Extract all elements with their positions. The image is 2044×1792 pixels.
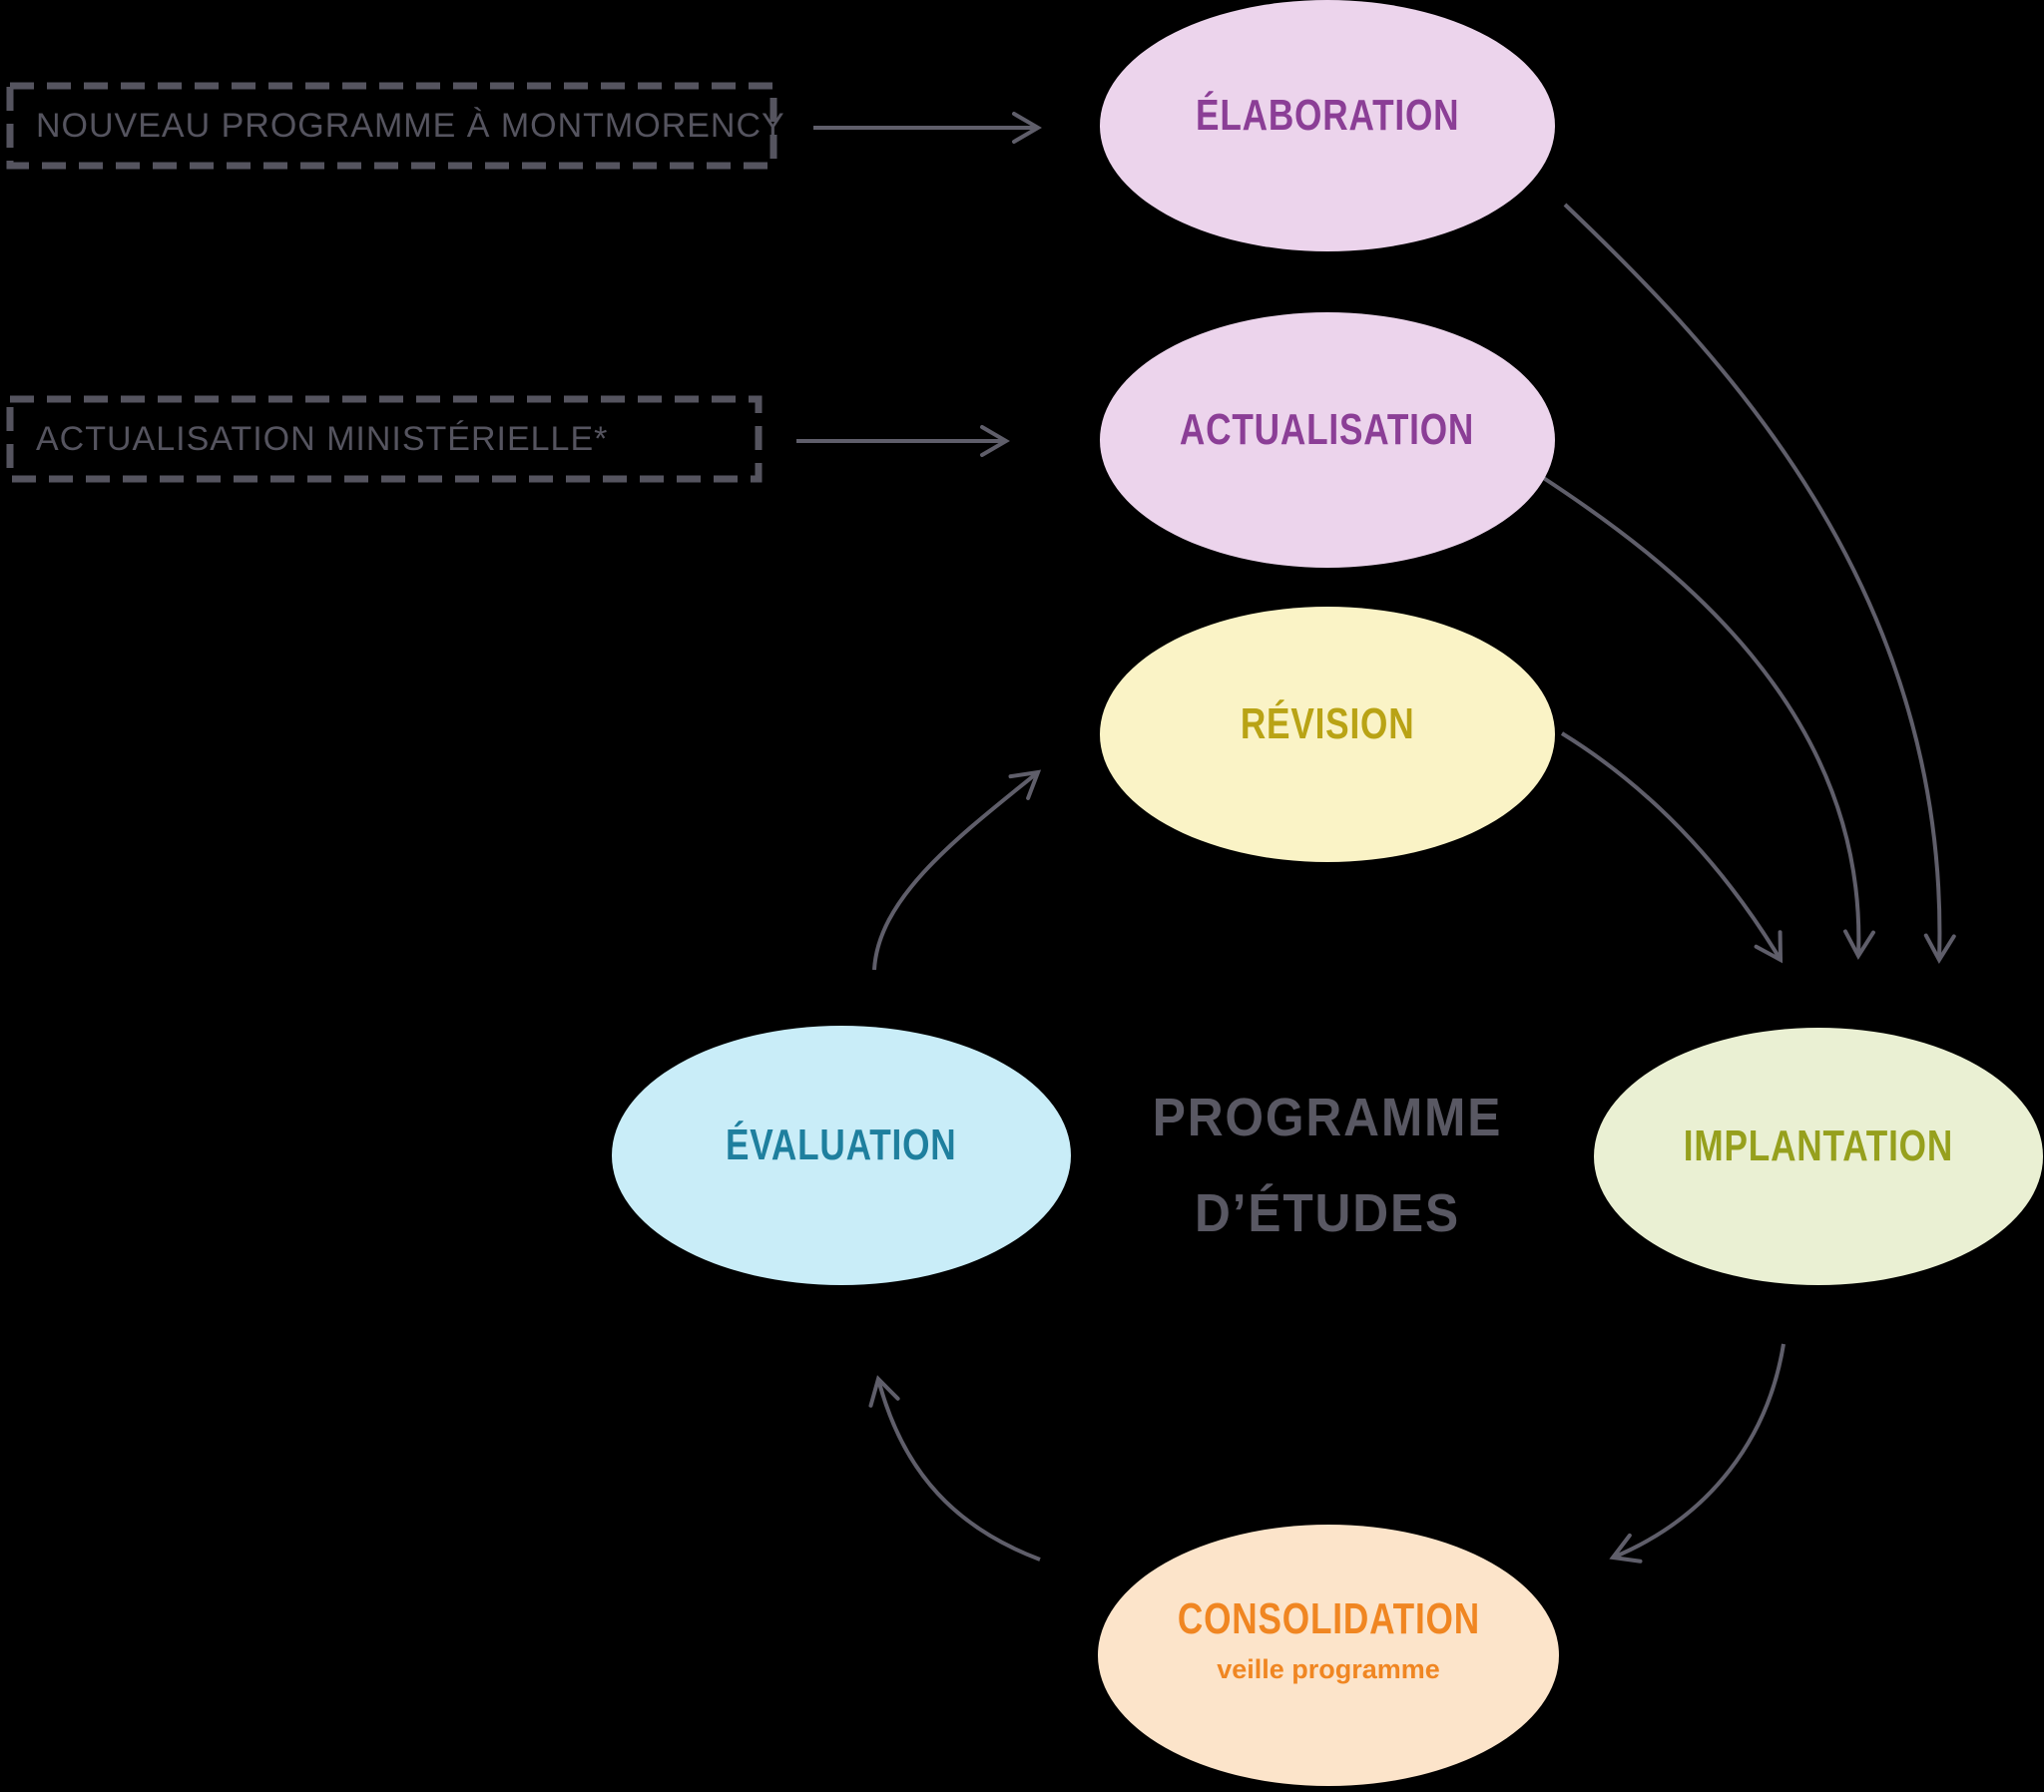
stage-ellipse-implantation: IMPLANTATION (1594, 1028, 2043, 1285)
stage-sublabel-consolidation: veille programme (1217, 1653, 1440, 1684)
stage-label-implantation: IMPLANTATION (1683, 1121, 1954, 1170)
center-title-line2: D’ÉTUDES (1195, 1183, 1460, 1243)
stage-label-revision: RÉVISION (1240, 699, 1415, 748)
stage-label-group-consolidation: CONSOLIDATION veille programme (1140, 1594, 1518, 1685)
dashed-border-actualisation-ministerielle (6, 395, 763, 483)
center-title: PROGRAMME D’ÉTUDES (1121, 1070, 1534, 1261)
stage-ellipse-revision: RÉVISION (1100, 607, 1555, 862)
input-box-actualisation-ministerielle: ACTUALISATION MINISTÉRIELLE* (10, 399, 759, 479)
input-box-actualisation-ministerielle-label: ACTUALISATION MINISTÉRIELLE* (36, 419, 609, 458)
arrow-implantation-to-consolidation (1609, 1343, 1786, 1564)
arrow-actualisation-to-implantation (1540, 475, 1875, 960)
stage-label-elaboration: ÉLABORATION (1195, 91, 1460, 140)
center-title-line1: PROGRAMME (1152, 1088, 1503, 1147)
arrow-revision-to-implantation (1560, 731, 1784, 964)
stage-label-consolidation: CONSOLIDATION (1177, 1593, 1480, 1643)
input-box-nouveau-programme-label: NOUVEAU PROGRAMME À MONTMORENCY (36, 106, 785, 145)
stage-ellipse-actualisation: ACTUALISATION (1100, 312, 1555, 568)
stage-ellipse-evaluation: ÉVALUATION (612, 1026, 1071, 1285)
stage-ellipse-consolidation: CONSOLIDATION veille programme (1098, 1525, 1559, 1786)
arrow-evaluation-to-revision (872, 769, 1042, 971)
arrow-consolidation-to-evaluation (868, 1375, 1041, 1562)
stage-ellipse-elaboration: ÉLABORATION (1100, 0, 1555, 251)
stage-label-evaluation: ÉVALUATION (726, 1120, 957, 1169)
input-box-nouveau-programme: NOUVEAU PROGRAMME À MONTMORENCY (10, 86, 784, 166)
dashed-border-nouveau-programme (6, 82, 777, 170)
stage-label-actualisation: ACTUALISATION (1180, 405, 1475, 454)
arrow-elaboration-to-implantation (1563, 203, 1956, 964)
